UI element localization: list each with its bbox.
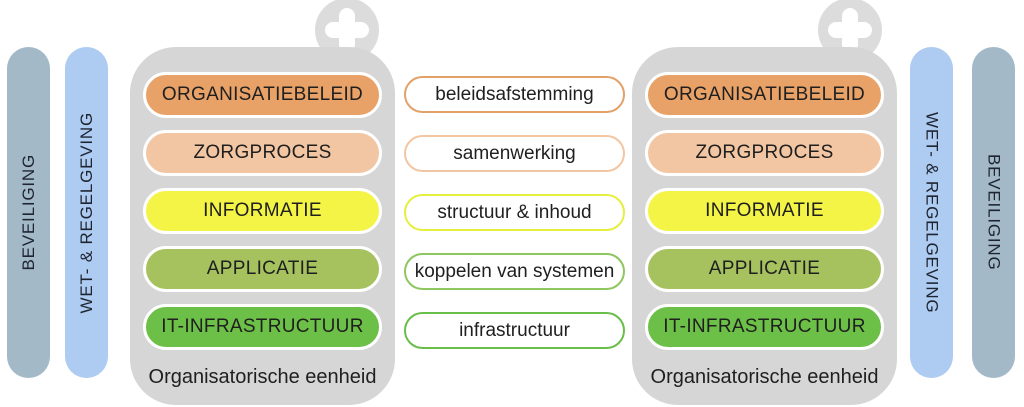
layer-label: APPLICATIE [708,258,821,279]
layer-label: INFORMATIE [705,200,824,221]
connector-column: beleidsafstemming samenwerking structuur… [404,76,625,349]
layer-pill-organisatiebeleid: ORGANISATIEBELEID [143,72,382,118]
layer-pill-informatie: INFORMATIE [143,188,382,234]
layer-pill-it-infrastructuur: IT-INFRASTRUCTUUR [143,304,382,350]
connector-koppelen-van-systemen: koppelen van systemen [404,253,625,290]
layer-label: IT-INFRASTRUCTUUR [161,316,364,337]
plus-icon [818,0,882,62]
security-bar-right: BEVEILIGING [972,47,1015,378]
connector-label: beleidsafstemming [435,83,594,105]
layer-pill-applicatie: APPLICATIE [645,246,884,292]
layer-pill-zorgproces: ZORGPROCES [645,130,884,176]
unit-2-layers: ORGANISATIEBELEID ZORGPROCES INFORMATIE … [645,72,884,350]
connector-samenwerking: samenwerking [404,135,625,172]
unit-1-layers: ORGANISATIEBELEID ZORGPROCES INFORMATIE … [143,72,382,350]
layer-label: ORGANISATIEBELEID [161,84,364,105]
layer-pill-informatie: INFORMATIE [645,188,884,234]
connector-label: structuur & inhoud [437,201,592,223]
layer-label: ZORGPROCES [695,142,834,163]
layer-label: IT-INFRASTRUCTUUR [663,316,866,337]
organisational-unit-1: ORGANISATIEBELEID ZORGPROCES INFORMATIE … [130,47,395,405]
layer-label: ZORGPROCES [193,142,332,163]
connector-label: koppelen van systemen [414,260,615,282]
security-bar-right-label: BEVEILIGING [984,154,1004,271]
connector-beleidsafstemming: beleidsafstemming [404,76,625,113]
connector-structuur-inhoud: structuur & inhoud [404,194,625,231]
organisational-unit-2: ORGANISATIEBELEID ZORGPROCES INFORMATIE … [632,47,897,405]
layer-label: ORGANISATIEBELEID [663,84,866,105]
connector-label: infrastructuur [459,319,570,341]
connector-label: samenwerking [453,142,576,164]
law-regulation-bar-left-label: WET- & REGELGEVING [76,111,96,314]
layer-label: INFORMATIE [203,200,322,221]
layer-pill-it-infrastructuur: IT-INFRASTRUCTUUR [645,304,884,350]
law-regulation-bar-right: WET- & REGELGEVING [910,47,953,378]
security-bar-left-label: BEVEILIGING [18,154,38,271]
plus-icon [315,0,379,62]
layer-pill-applicatie: APPLICATIE [143,246,382,292]
layer-pill-organisatiebeleid: ORGANISATIEBELEID [645,72,884,118]
layer-pill-zorgproces: ZORGPROCES [143,130,382,176]
security-bar-left: BEVEILIGING [7,47,50,378]
law-regulation-bar-left: WET- & REGELGEVING [65,47,108,378]
layer-label: APPLICATIE [206,258,319,279]
unit-2-caption: Organisatorische eenheid [650,366,879,388]
law-regulation-bar-right-label: WET- & REGELGEVING [922,111,942,314]
unit-1-caption: Organisatorische eenheid [148,366,377,388]
connector-infrastructuur: infrastructuur [404,312,625,349]
